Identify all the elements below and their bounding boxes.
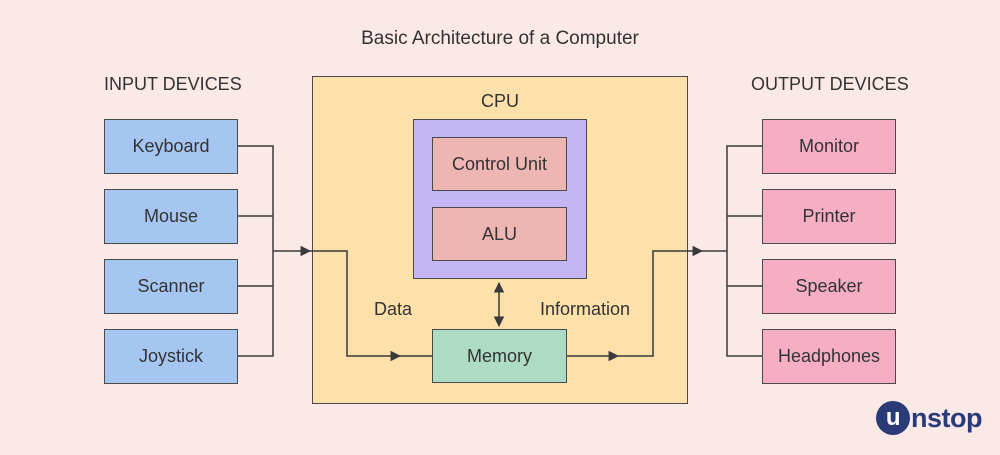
information-path-line — [618, 245, 704, 357]
output-device-monitor: Monitor — [762, 119, 896, 174]
input-device-joystick: Joystick — [104, 329, 238, 384]
input-bracket-line — [238, 145, 274, 357]
control-unit-box: Control Unit — [432, 137, 567, 191]
information-label: Information — [540, 299, 631, 319]
memory-box: Memory — [432, 329, 567, 383]
output-devices-label: OUTPUT DEVICES — [751, 74, 909, 94]
input-device-scanner: Scanner — [104, 259, 238, 314]
output-bracket-line — [702, 145, 762, 357]
cpu-label: CPU — [480, 91, 519, 111]
data-label: Data — [374, 299, 413, 319]
logo-badge: u — [876, 401, 910, 435]
alu-box: ALU — [432, 207, 567, 261]
output-device-headphones: Headphones — [762, 329, 896, 384]
output-device-printer: Printer — [762, 189, 896, 244]
input-device-keyboard: Keyboard — [104, 119, 238, 174]
logo-text: nstop — [911, 402, 983, 433]
output-device-speaker: Speaker — [762, 259, 896, 314]
unstop-logo: u nstop — [876, 401, 983, 435]
input-device-mouse: Mouse — [104, 189, 238, 244]
diagram-title: Basic Architecture of a Computer — [361, 28, 639, 49]
data-path-line — [310, 250, 402, 362]
input-devices-label: INPUT DEVICES — [104, 74, 242, 94]
